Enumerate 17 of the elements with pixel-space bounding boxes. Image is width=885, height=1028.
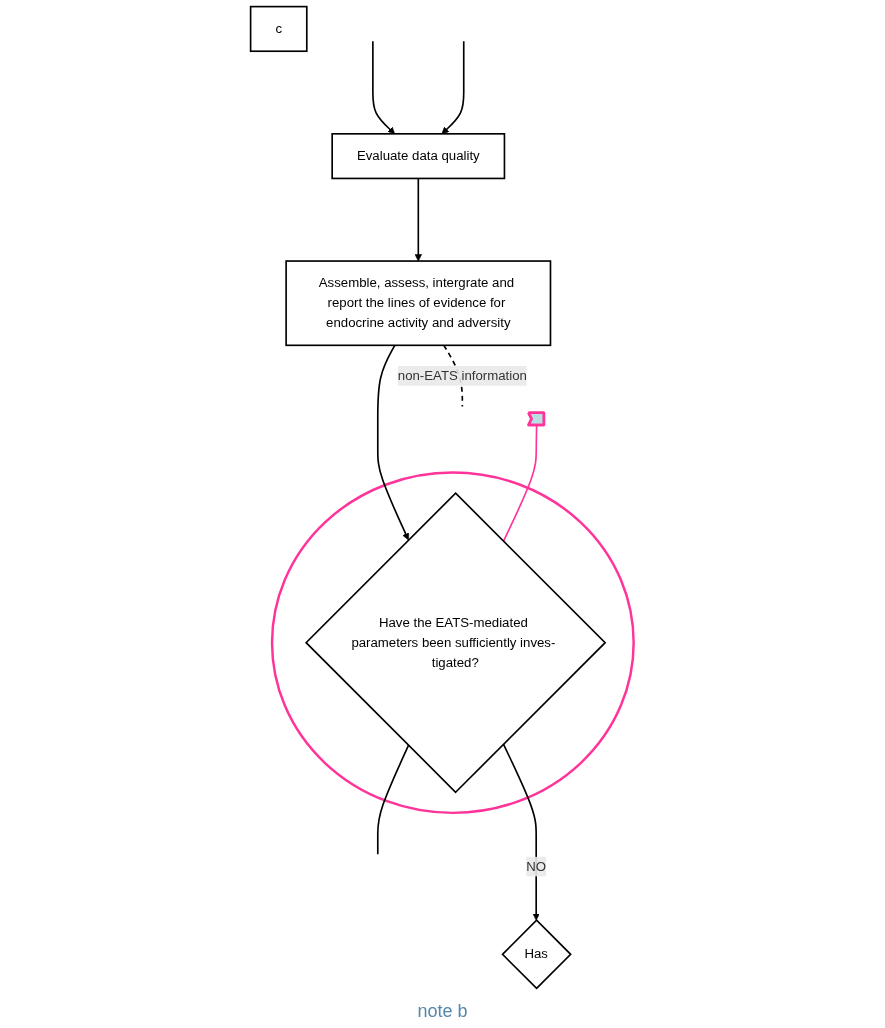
connector <box>502 424 538 543</box>
connector <box>443 344 464 408</box>
arrow <box>415 177 423 262</box>
node-diamond: Have the EATS-mediated parameters been sufficiently inves- tigated? <box>305 492 607 794</box>
note-text: note b <box>417 1001 468 1022</box>
edge-label: non-EATS information <box>398 368 528 383</box>
cluster <box>271 471 636 815</box>
node-box: Assemble, assess, intergrate and report the lines of evidence for endocrine activity and adversity <box>285 260 552 347</box>
arrow <box>502 743 541 921</box>
node-box: c <box>250 5 308 53</box>
edge-label: NO <box>526 859 547 874</box>
arrow <box>377 344 410 541</box>
arrow <box>441 40 465 135</box>
node-diamond: Has <box>501 919 573 990</box>
node-box: Evaluate data quality <box>331 133 506 180</box>
arrow <box>372 40 396 135</box>
connector <box>377 744 410 855</box>
